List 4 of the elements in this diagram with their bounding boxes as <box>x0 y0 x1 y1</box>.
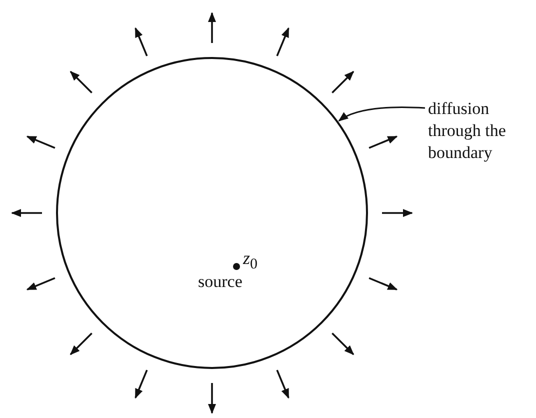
point-label: z$_{0}$ <box>243 248 258 274</box>
leader-line <box>338 106 426 122</box>
annotation-text: diffusion through the boundary <box>428 98 507 164</box>
source-label: source <box>198 272 242 292</box>
